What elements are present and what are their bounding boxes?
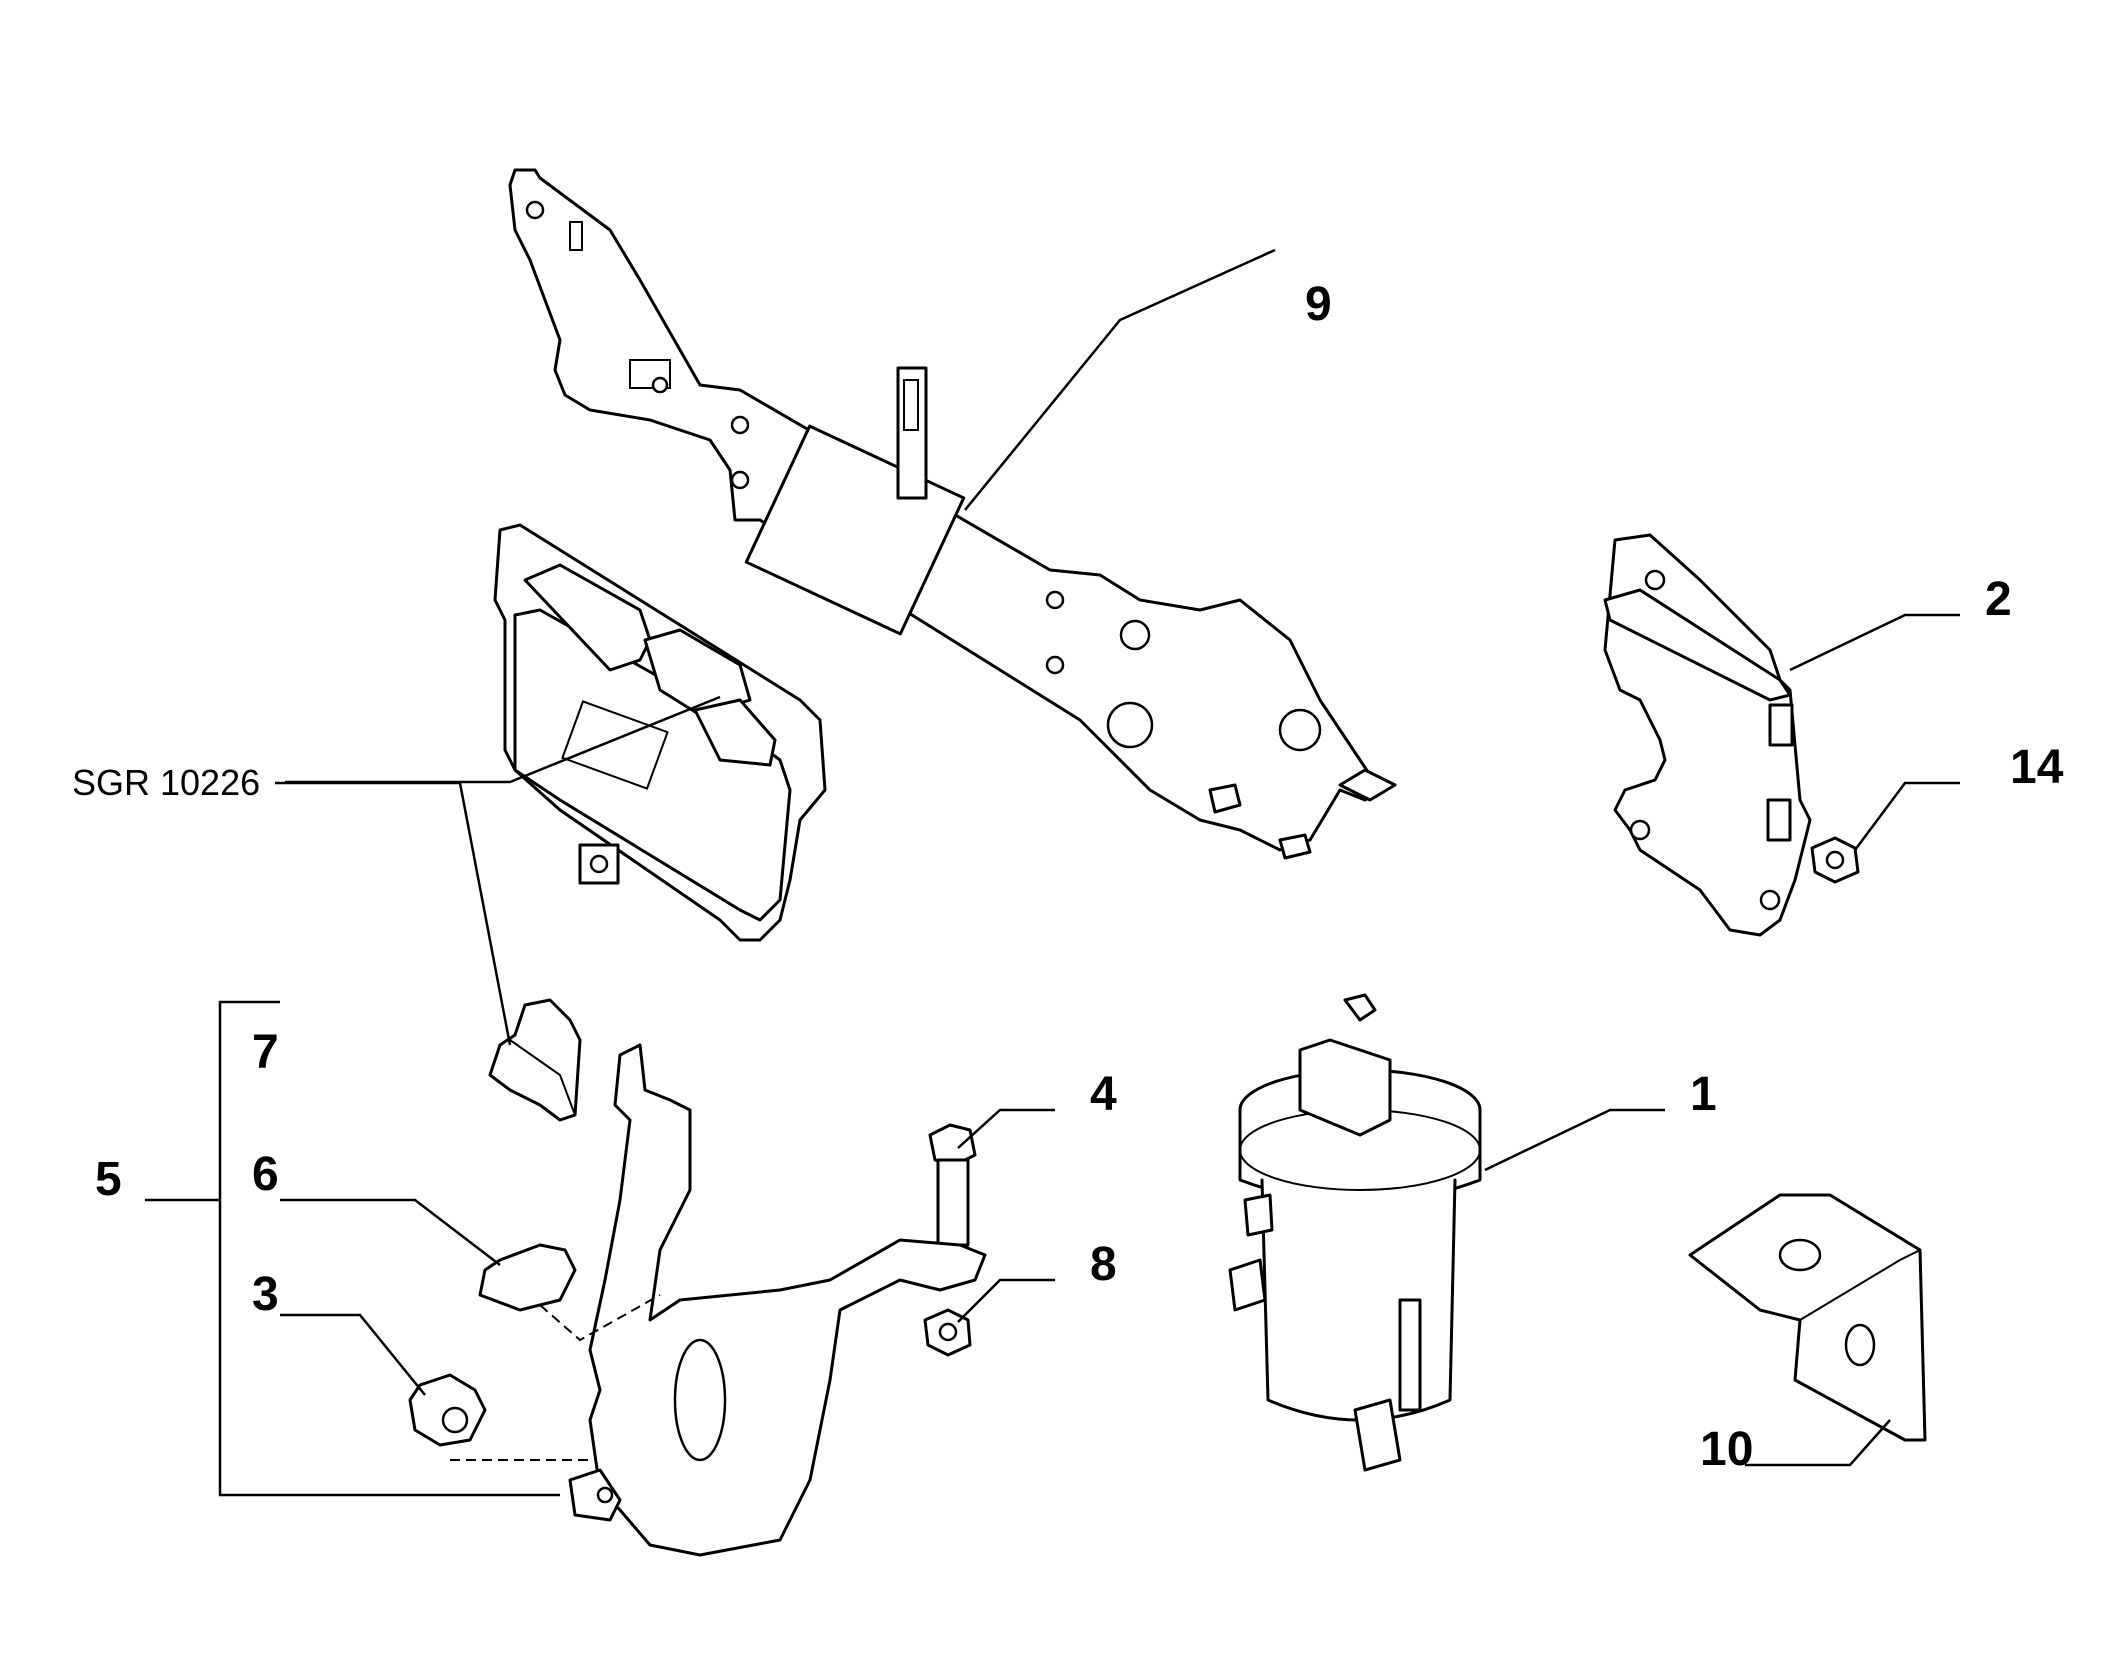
callout-14: 14: [2010, 741, 2064, 794]
part-10-bracket: [1688, 1193, 1927, 1442]
part-9-bracket: [508, 168, 1397, 860]
callout-7: 7: [252, 1026, 279, 1079]
part-4-bolt: [928, 1123, 977, 1247]
control-unit: [493, 523, 827, 942]
drawing-reference: SGR 10226: [72, 762, 260, 803]
part-14-nut: [1810, 836, 1860, 884]
part-2-bracket: [1603, 533, 1812, 937]
callout-4: 4: [1090, 1068, 1117, 1121]
callout-3: 3: [252, 1268, 279, 1321]
callout-6: 6: [252, 1148, 279, 1201]
callout-1: 1: [1690, 1068, 1717, 1121]
callout-9: 9: [1305, 278, 1332, 331]
leader-lines: [145, 248, 1960, 1497]
part-1-filter: [1228, 993, 1482, 1472]
callout-10: 10: [1700, 1423, 1753, 1476]
callout-5: 5: [95, 1153, 122, 1206]
callout-8: 8: [1090, 1238, 1117, 1291]
callout-2: 2: [1985, 573, 2012, 626]
part-5-assembly: [408, 998, 987, 1557]
